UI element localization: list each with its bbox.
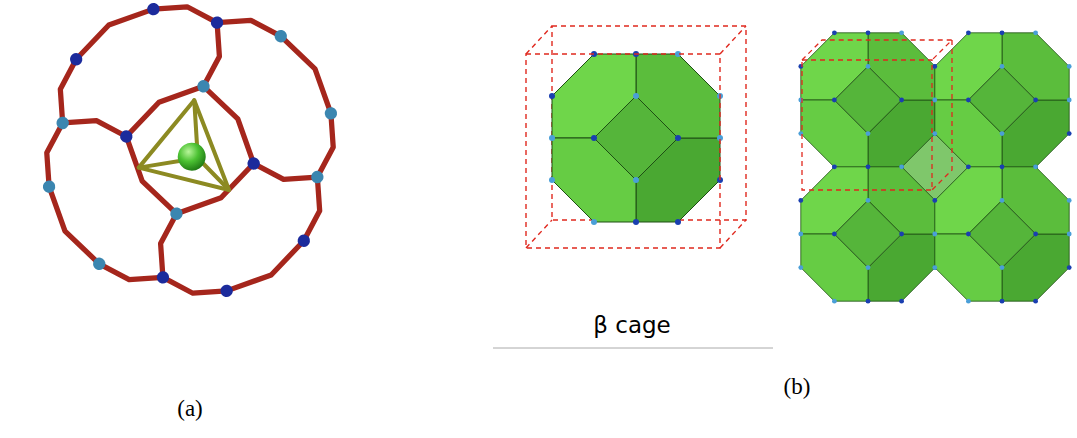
cage-caption: β cage	[589, 312, 674, 338]
panel-label: (a)	[177, 396, 203, 422]
panel-label: (b)	[784, 374, 811, 400]
